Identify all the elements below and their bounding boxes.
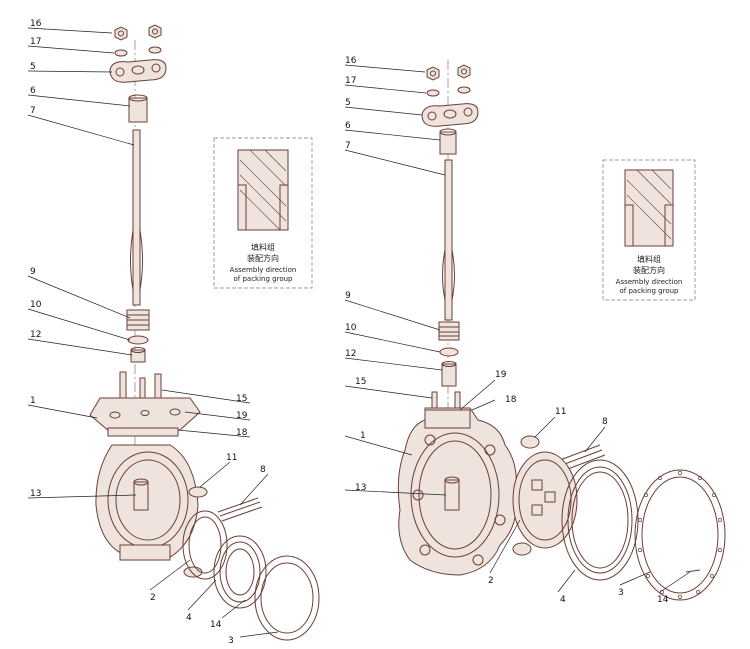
right-label-1: 1 [360,431,366,441]
right-label-10: 10 [345,323,357,333]
right-part-gland-plate [421,103,479,127]
right-part-washers [426,86,471,97]
right-label-2: 2 [488,576,494,586]
left-part-seat-ring [182,510,228,580]
right-label-16: 16 [345,56,357,66]
right-inset-cn-line1: 填料组 [637,254,661,264]
left-part-nuts [114,24,162,41]
left-label-5: 5 [30,62,36,72]
right-label-8: 8 [602,417,608,427]
left-exploded-view: 填料组 装配方向 Assembly direction of packing g… [27,19,320,646]
left-inset-cn-line1: 填料组 [251,242,275,252]
left-label-10: 10 [30,300,42,310]
right-inset-cn-line2: 装配方向 [633,265,665,275]
left-part-labels: 16 17 5 6 7 9 10 12 1 15 19 18 13 11 8 2… [30,19,266,646]
right-label-6: 6 [345,121,351,131]
left-packing-inset: 填料组 装配方向 Assembly direction of packing g… [213,137,313,289]
left-part-gasket [254,555,320,641]
left-part-stem [130,129,143,306]
left-label-2: 2 [150,593,156,603]
left-label-12: 12 [30,330,41,340]
left-label-1: 1 [30,396,36,406]
right-part-labels: 16 17 5 6 7 9 10 12 15 19 18 1 13 11 8 2… [345,56,669,605]
left-label-13: 13 [30,489,41,499]
right-label-7: 7 [345,141,351,151]
left-part-disc-shaft [133,478,149,511]
left-inset-cn-line2: 装配方向 [247,253,279,263]
left-label-17: 17 [30,37,41,47]
right-part-seat-plate [512,451,578,549]
right-label-4: 4 [560,595,566,605]
right-part-ring [439,347,459,357]
right-part-retainer [561,459,639,581]
right-label-19: 19 [495,370,507,380]
left-part-lower-bushing [130,347,146,363]
right-label-18: 18 [505,395,517,405]
left-inset-en-line2: of packing group [234,275,294,283]
left-part-retainer [213,535,267,609]
right-label-9: 9 [345,291,351,301]
left-part-washers [114,46,162,57]
right-part-lower-bushing [441,361,457,387]
right-label-3: 3 [618,588,624,598]
left-label-19: 19 [236,411,248,421]
right-packing-inset: 填料组 装配方向 Assembly direction of packing g… [602,159,696,301]
right-part-bushing [439,128,457,155]
left-label-14: 14 [210,620,222,630]
left-label-18: 18 [236,428,248,438]
left-part-screws [217,497,263,522]
left-label-4: 4 [186,613,192,623]
right-inset-en-line1: Assembly direction [616,278,683,286]
right-part-packing [438,321,460,341]
left-part-top-flange [89,397,201,437]
right-part-disc-shaft [444,476,460,511]
left-leader-lines [27,27,279,638]
right-part-small-rings [512,435,540,556]
right-inset-en-line2: of packing group [620,287,680,295]
left-inset-en-line1: Assembly direction [230,266,297,274]
left-label-15: 15 [236,394,247,404]
left-label-3: 3 [228,636,234,646]
right-label-14: 14 [657,595,669,605]
right-label-11: 11 [555,407,566,417]
left-label-7: 7 [30,106,36,116]
right-part-flange-ring [634,469,726,601]
right-label-13: 13 [355,483,366,493]
right-label-15: 15 [355,377,366,387]
left-part-ring [127,335,149,345]
right-part-screws [559,444,606,471]
right-leader-lines [344,64,691,593]
right-part-nuts [426,64,471,81]
left-label-11: 11 [226,453,237,463]
left-label-16: 16 [30,19,42,29]
left-part-bushing [128,94,148,123]
left-label-8: 8 [260,465,266,475]
right-exploded-view: 填料组 装配方向 Assembly direction of packing g… [344,56,726,605]
right-part-stem [442,159,455,321]
right-label-12: 12 [345,349,356,359]
left-label-6: 6 [30,86,36,96]
right-part-pins [431,391,461,409]
right-label-17: 17 [345,76,356,86]
left-part-gland-plate [109,59,167,83]
right-label-5: 5 [345,98,351,108]
left-part-packing [126,309,150,331]
left-label-9: 9 [30,267,36,277]
